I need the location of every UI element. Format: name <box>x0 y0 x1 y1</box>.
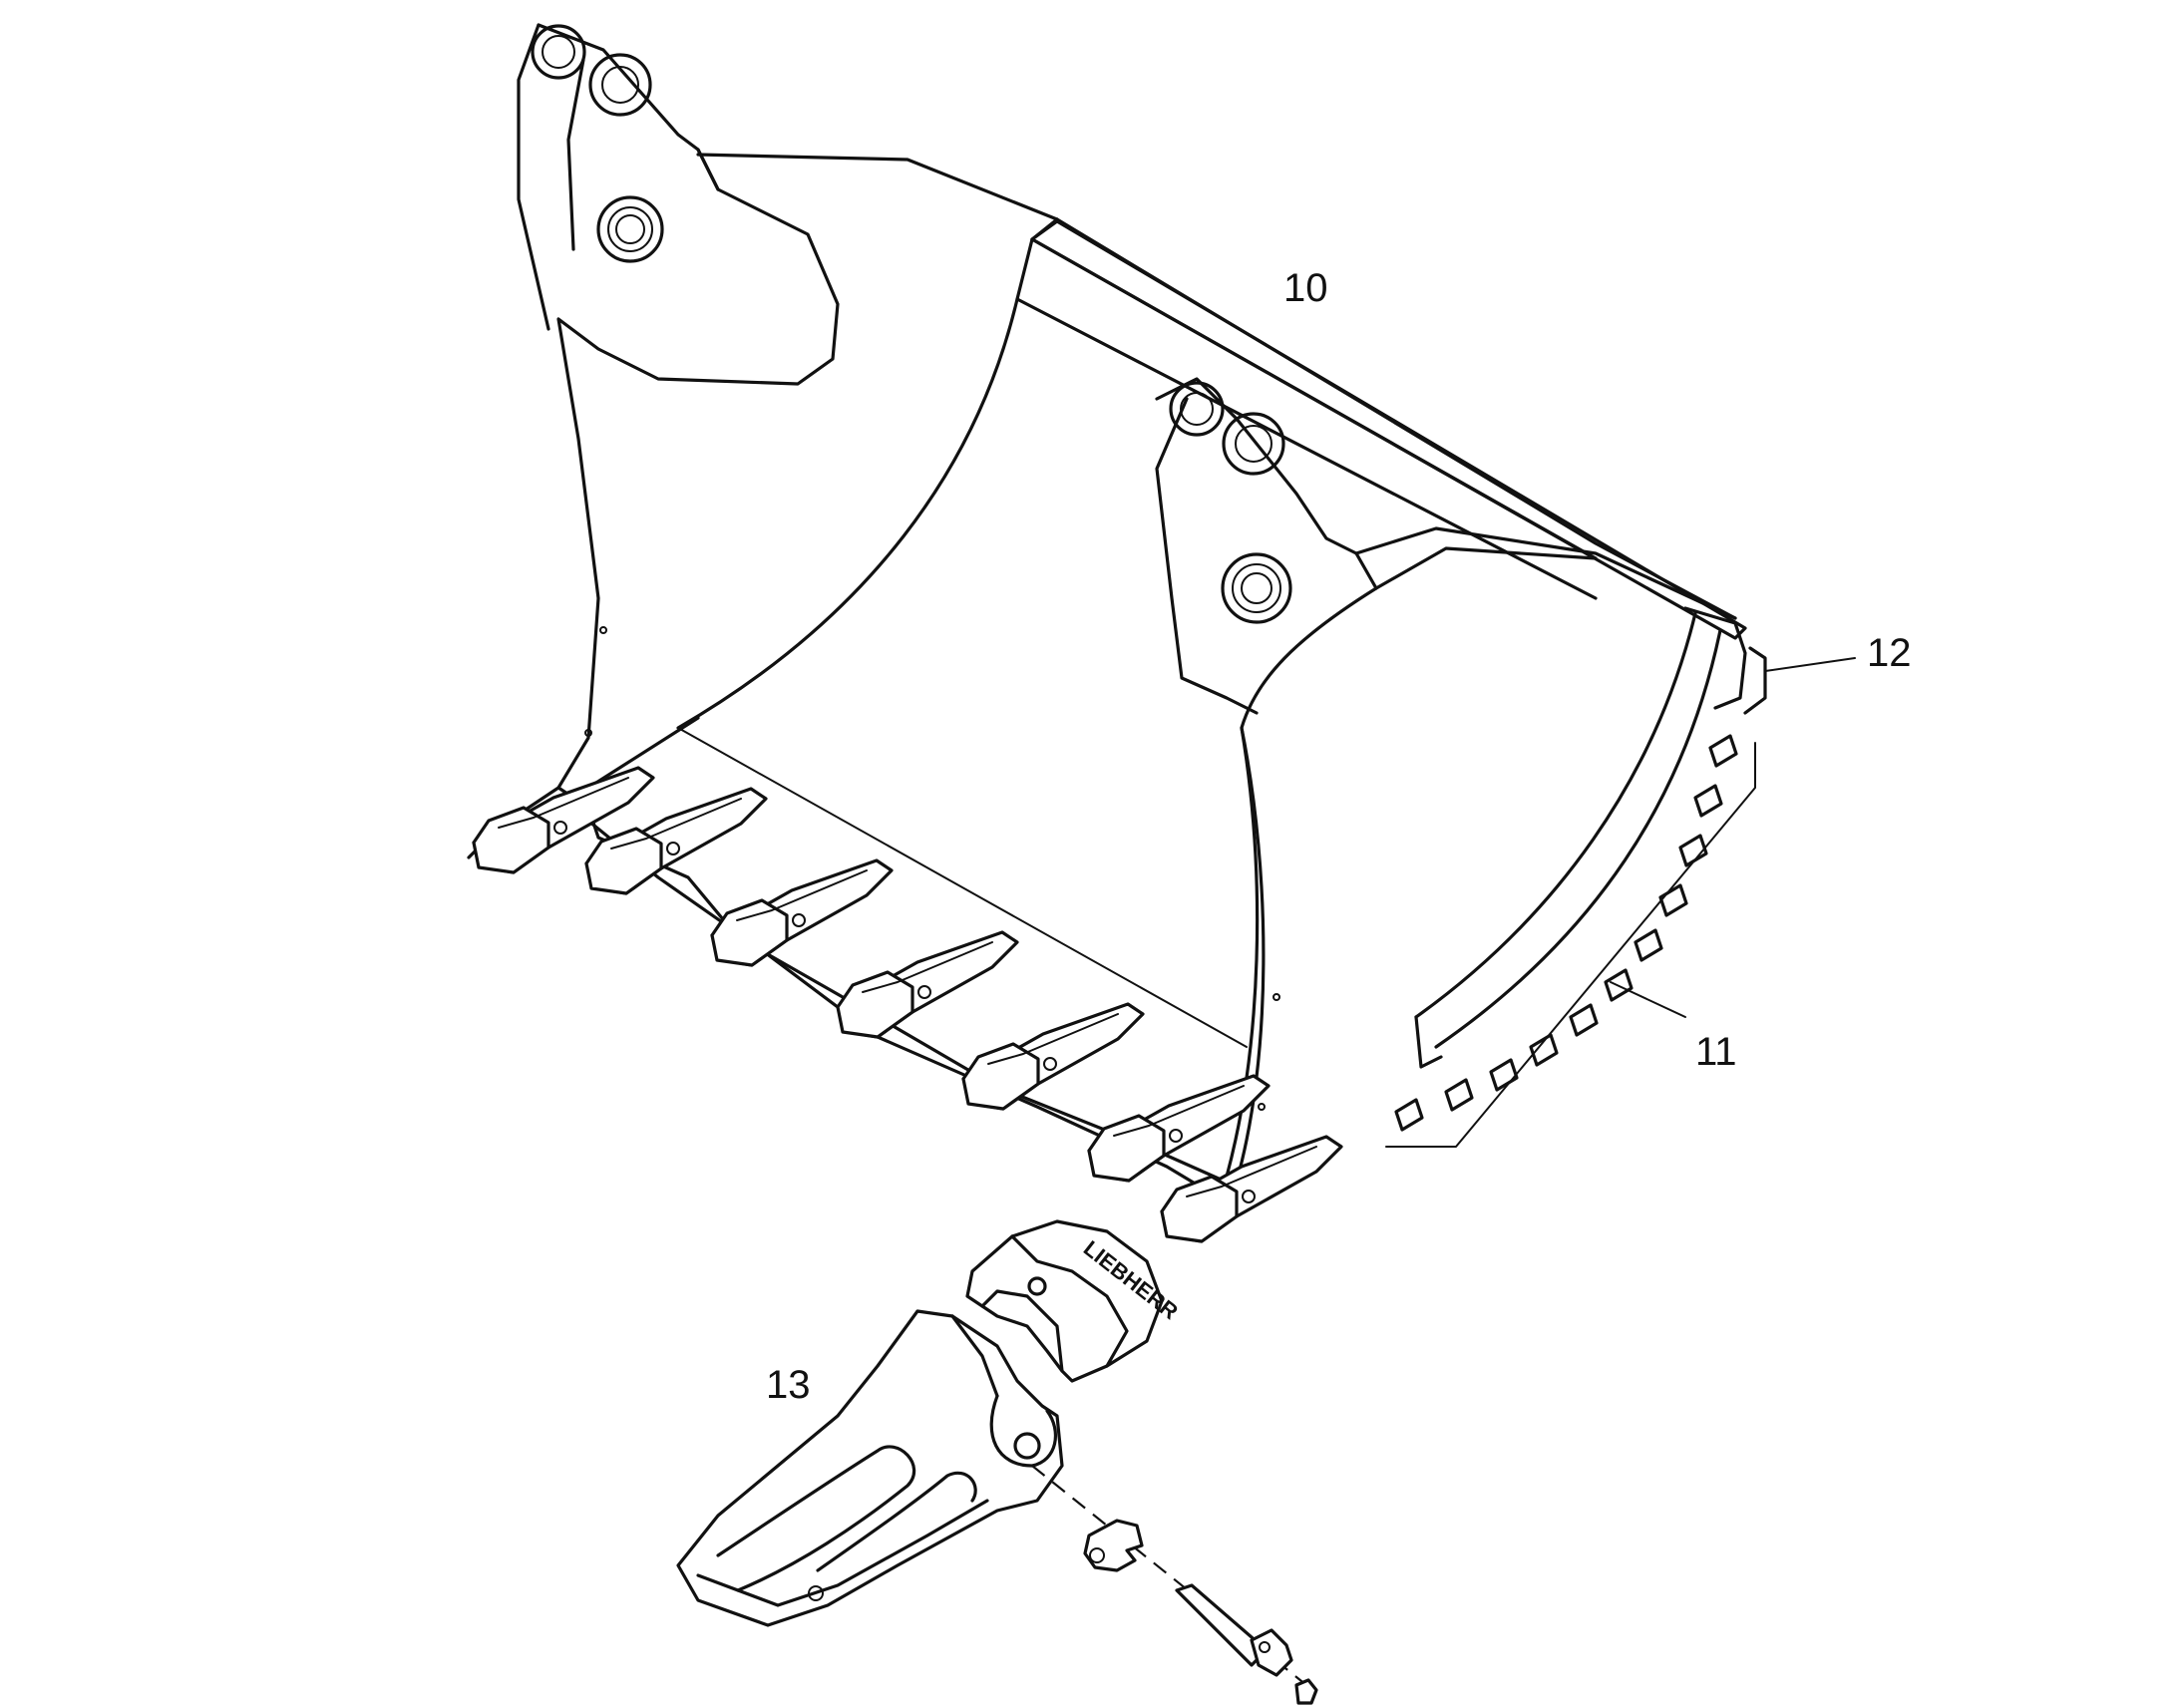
edge-segment <box>1489 1058 1519 1092</box>
callout-label-12: 12 <box>1867 631 1912 675</box>
callout-11-bracket <box>1385 742 1756 1148</box>
bucket-tooth <box>1160 1135 1343 1243</box>
retainer-clip <box>1083 1519 1144 1572</box>
bucket-tooth <box>584 787 768 895</box>
edge-segment <box>1658 883 1688 917</box>
bucket-tooth <box>836 930 1019 1039</box>
edge-segment <box>1708 734 1738 768</box>
edge-segment <box>1634 928 1663 962</box>
callout-12-leader <box>1764 657 1856 672</box>
bucket-tooth <box>472 766 655 874</box>
edge-segment <box>1394 1098 1424 1132</box>
bucket-teeth <box>472 766 1343 1243</box>
bucket-tooth <box>961 1002 1145 1111</box>
edge-segment <box>1678 834 1708 867</box>
callout-label-10: 10 <box>1283 266 1328 310</box>
locking-pin <box>1175 1583 1318 1705</box>
edge-segment <box>1693 784 1723 818</box>
bucket-tooth <box>710 858 894 967</box>
callout-label-13: 13 <box>766 1363 811 1407</box>
cutting-edge-segments <box>1394 734 1738 1132</box>
tooth-tip <box>676 1309 1064 1627</box>
edge-segment <box>1529 1033 1559 1067</box>
bucket-tooth <box>1087 1074 1271 1183</box>
edge-segment <box>1444 1078 1474 1112</box>
bucket-body <box>467 23 1767 1213</box>
edge-segment <box>1569 1003 1599 1037</box>
exploded-tooth-assembly: LIEBHERR <box>676 1219 1318 1705</box>
callout-11-leader <box>1610 981 1686 1018</box>
callout-label-11: 11 <box>1695 1030 1737 1074</box>
